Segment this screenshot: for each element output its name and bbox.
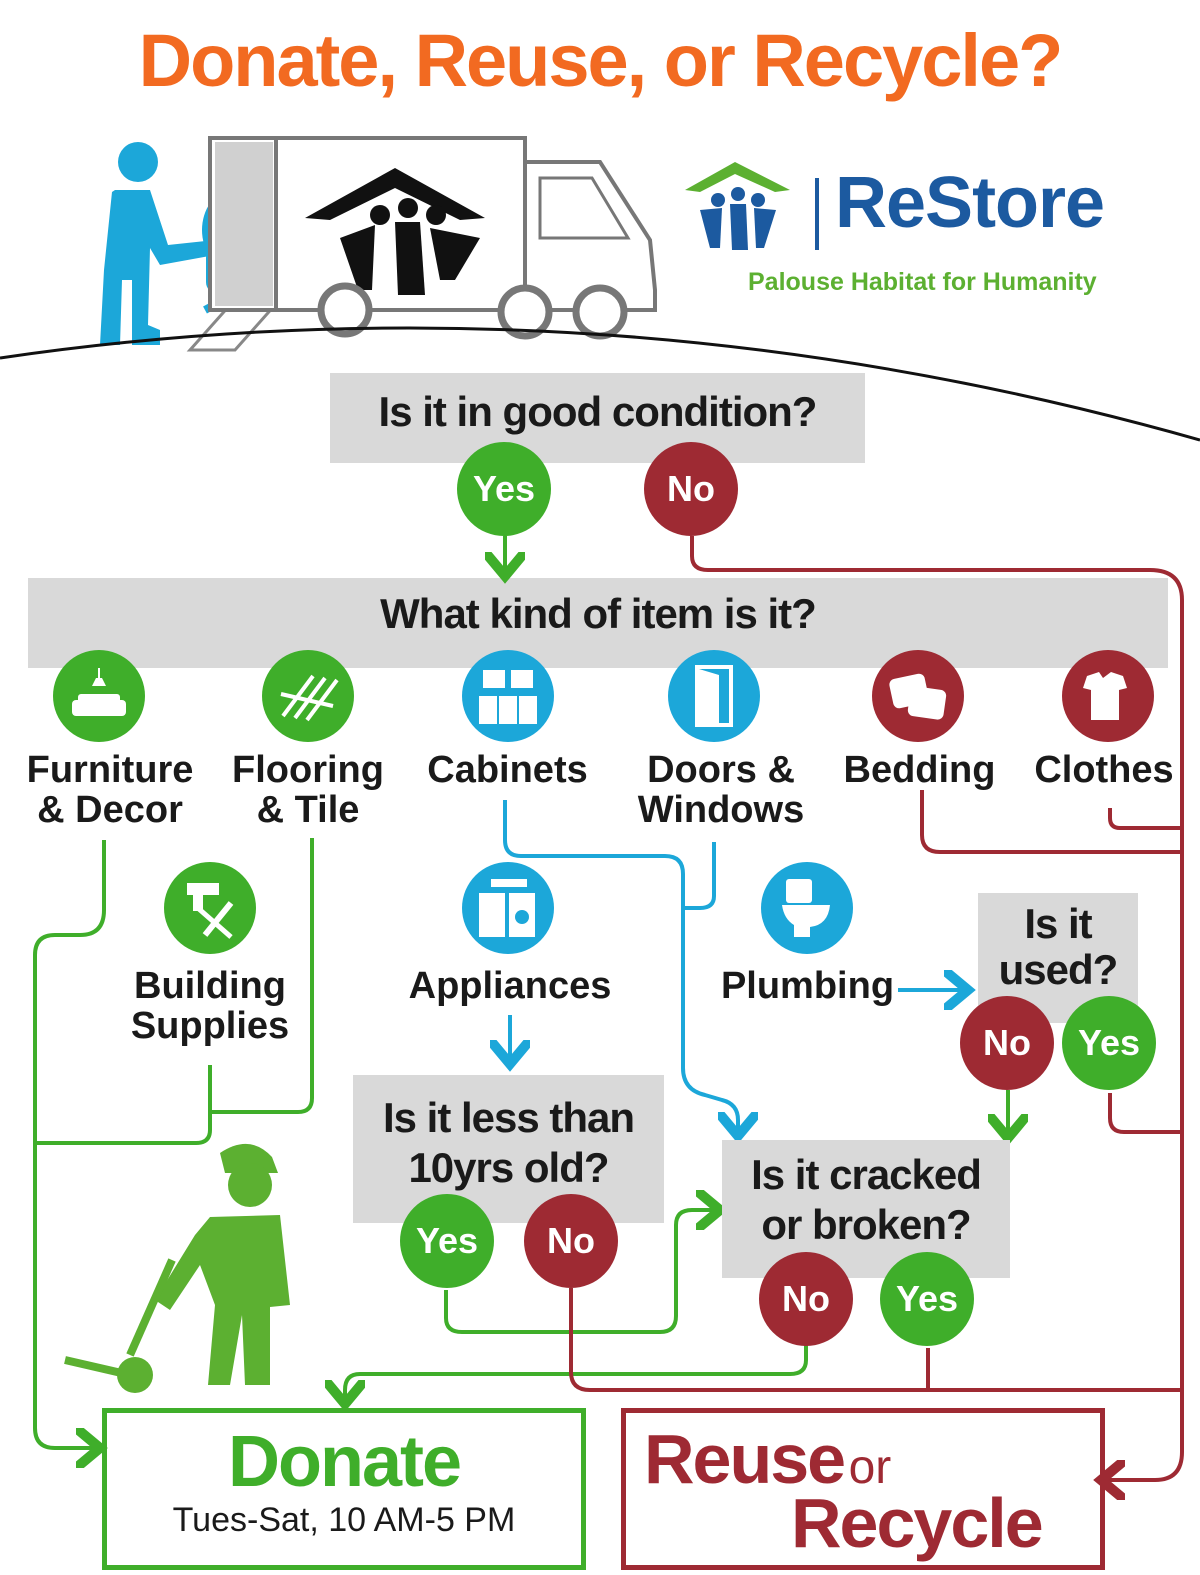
sofa-lamp-icon (53, 650, 145, 742)
cracked-no-badge: No (759, 1252, 853, 1346)
truck-illustration (100, 136, 657, 352)
cracked-yes-badge: Yes (880, 1252, 974, 1346)
category-plumbing: Plumbing (720, 965, 895, 1007)
recycle-label: Recycle (791, 1484, 1044, 1562)
restore-brand: ReStore (835, 163, 1105, 243)
age-yes-badge: Yes (400, 1194, 494, 1288)
question-item-kind: What kind of item is it? (28, 578, 1168, 668)
category-cabinets: Cabinets (427, 749, 588, 791)
used-no-badge: No (960, 996, 1054, 1090)
logo-subtitle: Palouse Habitat for Humanity (748, 268, 1097, 296)
habitat-logo-icon (685, 162, 790, 250)
person-head (118, 142, 158, 182)
reuse-recycle-outcome: Reuse or Recycle (621, 1408, 1105, 1570)
appliances-icon (462, 862, 554, 954)
person-body (100, 190, 215, 345)
category-bedding: Bedding (843, 749, 996, 791)
shirts-icon (1062, 650, 1154, 742)
donate-hours: Tues-Sat, 10 AM-5 PM (172, 1501, 516, 1539)
logo-divider (815, 178, 819, 250)
used-yes-badge: Yes (1062, 996, 1156, 1090)
category-clothes: Clothes (1034, 749, 1174, 791)
donate-label: Donate (227, 1422, 462, 1502)
category-doors: Doors &Windows (637, 749, 805, 831)
page-title: Donate, Reuse, or Recycle? (138, 19, 1064, 102)
horizon-line (0, 326, 1200, 442)
category-flooring: Flooring& Tile (232, 749, 384, 831)
floorboards-icon (262, 650, 354, 742)
category-furniture: Furniture& Decor (26, 749, 194, 831)
category-appliances: Appliances (408, 965, 612, 1007)
cabinet-icon (462, 650, 554, 742)
or-label: or (848, 1441, 892, 1494)
toilet-icon (761, 862, 853, 954)
question-condition: Is it in good condition? (330, 373, 865, 463)
door-icon (668, 650, 760, 742)
condition-no-badge: No (644, 442, 738, 536)
donate-outcome: Donate Tues-Sat, 10 AM-5 PM (102, 1408, 586, 1570)
question-cracked: Is it cracked or broken? (722, 1140, 1010, 1278)
age-no-badge: No (524, 1194, 618, 1288)
pillows-icon (872, 650, 964, 742)
condition-yes-badge: Yes (457, 442, 551, 536)
tools-icon (164, 862, 256, 954)
reuse-label: Reuse (644, 1420, 846, 1498)
question-age: Is it less than 10yrs old? (353, 1075, 664, 1223)
worker-illustration (64, 1143, 290, 1393)
